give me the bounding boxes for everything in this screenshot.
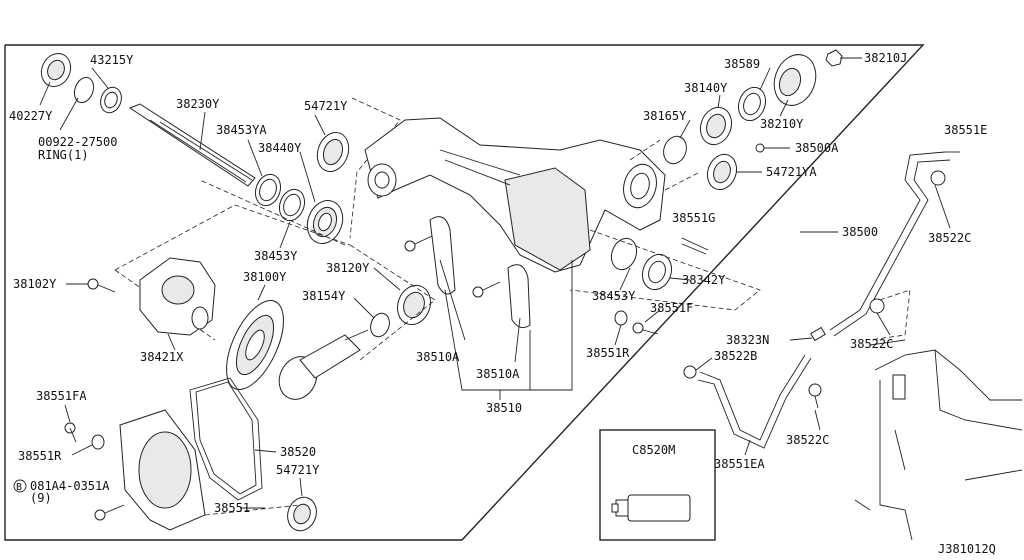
label-38120Y: 38120Y — [326, 261, 370, 275]
bolt-38510-2 — [472, 281, 501, 298]
label-38520: 38520 — [280, 445, 316, 459]
bearing-38440Y — [306, 200, 344, 244]
vehicle-body-panel — [874, 349, 1023, 541]
label-38522C-b: 38522C — [850, 337, 893, 351]
label-38342Y: 38342Y — [682, 273, 726, 287]
label-40227Y: 40227Y — [9, 109, 53, 123]
carrier-housing-38500 — [364, 117, 666, 273]
seal-38165Y — [663, 135, 687, 165]
spacer-38453Y-right — [610, 237, 638, 271]
label-38323N: 38323N — [726, 333, 769, 347]
label-38510A-2: 38510A — [476, 367, 520, 381]
seal-38589 — [737, 86, 767, 122]
label-38453Y-right: 38453Y — [592, 289, 636, 303]
bearing-54721Y-bottom — [287, 496, 317, 532]
label-38500A: 38500A — [795, 141, 839, 155]
label-38421X: 38421X — [140, 350, 184, 364]
label-ring-qty: RING(1) — [38, 148, 89, 162]
bolt-38551FA — [64, 422, 77, 443]
label-38210J: 38210J — [864, 51, 907, 65]
bolt-38102Y — [87, 278, 116, 293]
seal-40227Y — [40, 52, 72, 88]
connector-38323N — [810, 326, 826, 342]
seal-38342Y — [641, 253, 673, 291]
nut-38210J — [825, 49, 843, 67]
label-38154Y: 38154Y — [302, 289, 346, 303]
gasket-38520 — [189, 377, 263, 501]
diagram-frame — [4, 44, 925, 541]
label-38500: 38500 — [842, 225, 878, 239]
bearing-38120Y — [396, 284, 432, 326]
clip-38522C-b — [869, 298, 885, 314]
label-38102Y: 38102Y — [13, 277, 57, 291]
leader-lines — [39, 57, 960, 511]
label-38551E: 38551E — [944, 123, 987, 137]
label-38522C-a: 38522C — [928, 231, 971, 245]
bolt-38510-1 — [404, 235, 433, 252]
label-38551R-left: 38551R — [18, 449, 62, 463]
bolt-symbol-b: B — [13, 479, 27, 493]
label-38165Y: 38165Y — [643, 109, 687, 123]
washer-38551R-right — [614, 310, 628, 326]
ring-00922-27500 — [73, 76, 95, 104]
bearing-54721Y-top — [316, 132, 350, 172]
label-38551R-right: 38551R — [586, 346, 630, 360]
label-38230Y: 38230Y — [176, 97, 220, 111]
clip-38522C-a — [930, 170, 946, 186]
washer-38551R-left — [91, 434, 105, 450]
spacer-38154Y — [370, 312, 390, 338]
label-38140Y: 38140Y — [684, 81, 728, 95]
spacer-38453Y-left — [278, 188, 306, 222]
label-38510: 38510 — [486, 401, 522, 415]
breather-hose-38551EA — [697, 354, 812, 449]
bearing-cap-38510A-1 — [429, 216, 456, 295]
label-38551G: 38551G — [672, 211, 715, 225]
spacer-38453YA — [254, 173, 282, 207]
bolt-081A4-0351A — [94, 504, 125, 521]
bolt-symbol-b-letter: B — [16, 482, 22, 493]
ring-gear-38100Y — [226, 300, 284, 390]
bolt-38551F — [632, 322, 659, 335]
sealant-tube-icon — [611, 494, 691, 522]
clip-38522B — [683, 365, 697, 379]
label-43215Y: 43215Y — [90, 53, 134, 67]
bearing-cap-38510A-2 — [507, 264, 531, 329]
label-38510A-1: 38510A — [416, 350, 460, 364]
label-38551: 38551 — [214, 501, 250, 515]
inset-box — [599, 429, 716, 541]
label-54721Y-top: 54721Y — [304, 99, 348, 113]
stud-38551G — [681, 237, 709, 255]
label-38453YA: 38453YA — [216, 123, 267, 137]
bearing-54721YA — [706, 153, 738, 191]
differential-case-38421X — [139, 257, 216, 336]
flange-38210Y — [773, 54, 817, 106]
label-38551FA: 38551FA — [36, 389, 87, 403]
inset-label: C8520M — [632, 443, 675, 457]
diagram-code: J381012Q — [938, 542, 996, 556]
rear-cover-38551 — [119, 409, 206, 531]
label-38589: 38589 — [724, 57, 760, 71]
breather-tube-38551E — [829, 151, 951, 337]
label-38551F: 38551F — [650, 301, 693, 315]
label-38440Y: 38440Y — [258, 141, 302, 155]
label-38210Y: 38210Y — [760, 117, 804, 131]
label-081A4-0351A: 081A4-0351A — [30, 479, 110, 493]
label-38453Y-left: 38453Y — [254, 249, 298, 263]
label-38100Y: 38100Y — [243, 270, 287, 284]
washer-43215Y — [100, 86, 122, 114]
label-38522B: 38522B — [714, 349, 757, 363]
clip-38522C-c — [808, 383, 822, 409]
label-54721YA: 54721YA — [766, 165, 817, 179]
label-qty-9: (9) — [30, 491, 52, 505]
label-54721Y-bottom: 54721Y — [276, 463, 320, 477]
label-00922-27500: 00922-27500 — [38, 135, 117, 149]
drive-pinion-38100Y — [278, 329, 369, 400]
label-38551EA: 38551EA — [714, 457, 765, 471]
shaft-38230Y — [128, 103, 256, 187]
bearing-38140Y — [699, 106, 733, 146]
label-38522C-c: 38522C — [786, 433, 829, 447]
